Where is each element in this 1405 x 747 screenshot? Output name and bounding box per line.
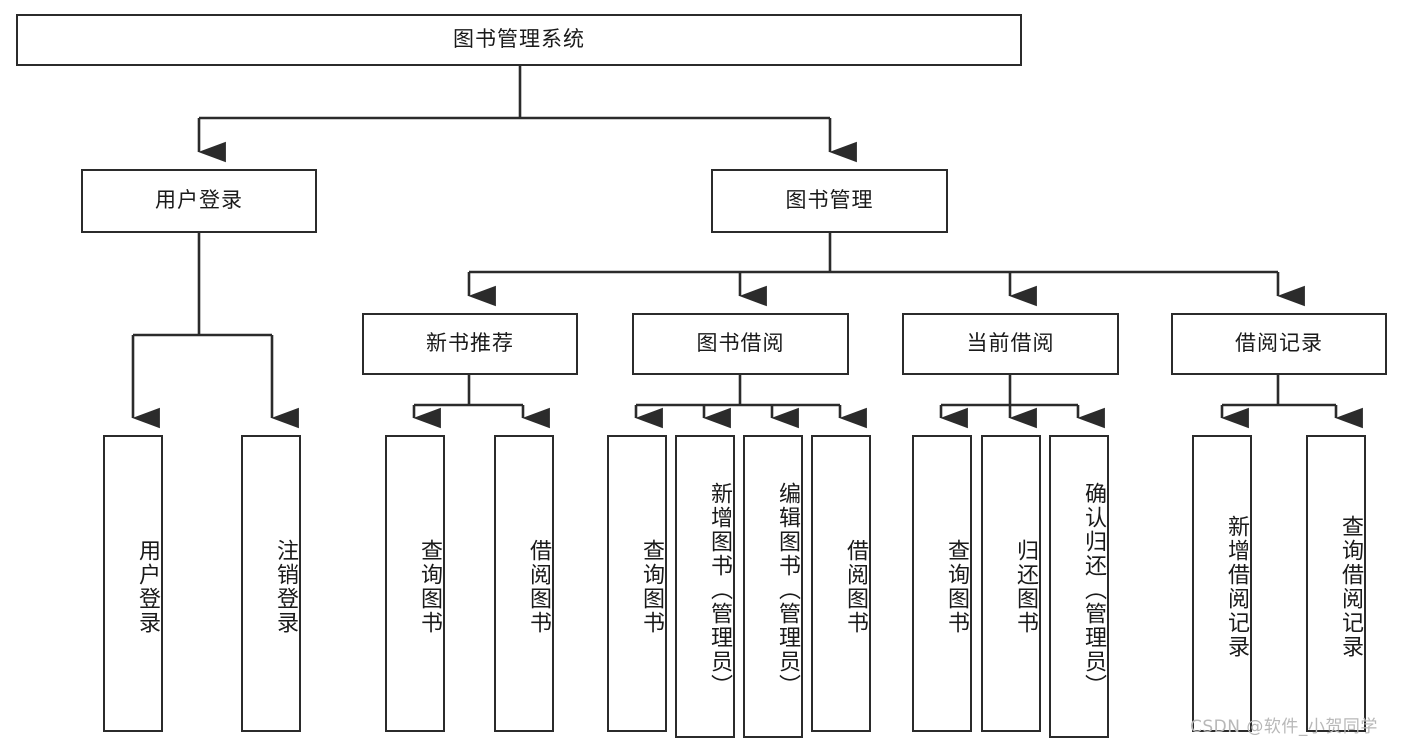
leaf-book-borrow-borrow[interactable]: 借阅图书 [811,435,871,732]
leaf-user-login-login[interactable]: 用户登录 [103,435,163,732]
node-current-borrow-label: 当前借阅 [966,331,1055,356]
leaf-new-book-query[interactable]: 查询图书 [385,435,445,732]
leaf-book-borrow-query[interactable]: 查询图书 [607,435,667,732]
node-book-management[interactable]: 图书管理 [711,169,948,233]
node-book-borrow[interactable]: 图书借阅 [632,313,849,375]
leaf-new-book-borrow[interactable]: 借阅图书 [494,435,554,732]
leaf-user-login-logout[interactable]: 注销登录 [241,435,301,732]
leaf-book-borrow-edit[interactable]: 编辑图书（管理员） [743,435,803,738]
node-new-book-recommend-label: 新书推荐 [426,331,514,356]
leaf-book-borrow-add[interactable]: 新增图书（管理员） [675,435,735,738]
leaf-book-borrow-query-label: 查询图书 [639,538,664,635]
leaf-book-borrow-borrow-label: 借阅图书 [843,538,868,635]
node-root-system-label: 图书管理系统 [453,27,585,52]
leaf-book-borrow-add-label: 新增图书（管理员） [707,481,732,698]
node-current-borrow[interactable]: 当前借阅 [902,313,1119,375]
node-user-login-label: 用户登录 [155,188,243,213]
leaf-current-borrow-confirm[interactable]: 确认归还（管理员） [1049,435,1109,738]
node-book-management-label: 图书管理 [785,188,874,213]
leaf-current-borrow-query-label: 查询图书 [944,538,969,635]
node-user-login[interactable]: 用户登录 [81,169,317,233]
leaf-current-borrow-query[interactable]: 查询图书 [912,435,972,732]
node-new-book-recommend[interactable]: 新书推荐 [362,313,578,375]
leaf-user-login-login-label: 用户登录 [135,538,160,635]
leaf-new-book-borrow-label: 借阅图书 [526,538,551,635]
leaf-new-book-query-label: 查询图书 [417,538,442,635]
leaf-current-borrow-return[interactable]: 归还图书 [981,435,1041,732]
leaf-current-borrow-confirm-label: 确认归还（管理员） [1081,481,1106,698]
leaf-user-login-logout-label: 注销登录 [273,538,298,635]
leaf-borrow-record-add[interactable]: 新增借阅记录 [1192,435,1252,732]
leaf-borrow-record-add-label: 新增借阅记录 [1224,514,1249,659]
node-root-system[interactable]: 图书管理系统 [16,14,1022,66]
leaf-current-borrow-return-label: 归还图书 [1013,538,1038,635]
watermark: CSDN @软件_小贺同学 [1190,717,1378,737]
leaf-book-borrow-edit-label: 编辑图书（管理员） [775,481,800,698]
leaf-borrow-record-query-label: 查询借阅记录 [1338,514,1363,659]
node-borrow-record[interactable]: 借阅记录 [1171,313,1387,375]
leaf-borrow-record-query[interactable]: 查询借阅记录 [1306,435,1366,732]
node-book-borrow-label: 图书借阅 [696,331,785,356]
node-borrow-record-label: 借阅记录 [1235,331,1323,356]
